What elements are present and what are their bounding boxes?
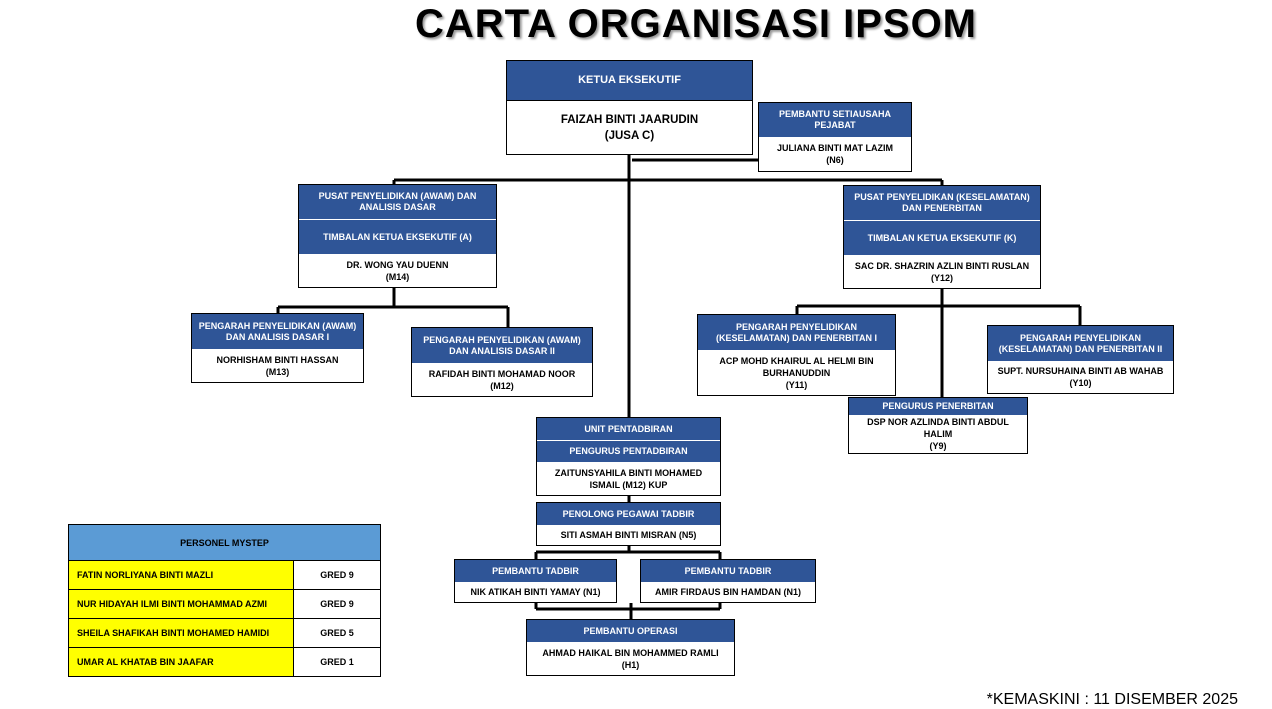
setiausaha-box: PEMBANTU SETIAUSAHA PEJABAT JULIANA BINT… bbox=[758, 102, 912, 172]
pengarah-awam-1-box: PENGARAH PENYELIDIKAN (AWAM) DAN ANALISI… bbox=[191, 313, 364, 383]
box-heading: PENOLONG PEGAWAI TADBIR bbox=[537, 503, 720, 525]
box-heading: PEMBANTU SETIAUSAHA PEJABAT bbox=[759, 103, 911, 137]
person-name: NORHISHAM BINTI HASSAN bbox=[216, 354, 339, 365]
table-row: SHEILA SHAFIKAH BINTI MOHAMED HAMIDI GRE… bbox=[68, 618, 381, 648]
person-name: SUPT. NURSUHAINA BINTI AB WAHAB bbox=[997, 366, 1164, 376]
table-row: UMAR AL KHATAB BIN JAAFAR GRED 1 bbox=[68, 647, 381, 677]
personnel-grade: GRED 9 bbox=[293, 560, 381, 590]
person-name: ACP MOHD KHAIRUL AL HELMI BIN BURHANUDDI… bbox=[719, 355, 874, 378]
personnel-grade: GRED 1 bbox=[293, 647, 381, 677]
page-title: CARTA ORGANISASI IPSOM bbox=[414, 2, 978, 46]
person-grade: (H1) bbox=[621, 659, 640, 670]
box-heading: PEMBANTU TADBIR bbox=[455, 560, 616, 582]
last-updated-note: *KEMASKINI : 11 DISEMBER 2025 bbox=[986, 691, 1238, 708]
box-role: PENGURUS PENTADBIRAN bbox=[537, 440, 720, 462]
pengurus-penerbitan-box: PENGURUS PENERBITAN DSP NOR AZLINDA BINT… bbox=[848, 397, 1028, 454]
pusat-awam-box: PUSAT PENYELIDIKAN (AWAM) DAN ANALISIS D… bbox=[298, 184, 497, 288]
box-heading: PENGARAH PENYELIDIKAN (AWAM) DAN ANALISI… bbox=[412, 328, 592, 363]
box-role: TIMBALAN KETUA EKSEKUTIF (A) bbox=[299, 219, 496, 254]
person-name: SITI ASMAH BINTI MISRAN (N5) bbox=[560, 530, 697, 540]
person-name: NIK ATIKAH BINTI YAMAY (N1) bbox=[470, 587, 601, 597]
box-heading: UNIT PENTADBIRAN bbox=[537, 418, 720, 440]
pengarah-keselamatan-1-box: PENGARAH PENYELIDIKAN (KESELAMATAN) DAN … bbox=[697, 314, 896, 396]
box-heading: PUSAT PENYELIDIKAN (KESELAMATAN) DAN PEN… bbox=[844, 186, 1040, 220]
box-role: TIMBALAN KETUA EKSEKUTIF (K) bbox=[844, 220, 1040, 255]
box-heading: PEMBANTU TADBIR bbox=[641, 560, 815, 582]
box-heading: PENGARAH PENYELIDIKAN (KESELAMATAN) DAN … bbox=[988, 326, 1173, 361]
person-grade: (Y9) bbox=[929, 441, 947, 451]
personnel-grade: GRED 9 bbox=[293, 589, 381, 619]
box-heading: PENGARAH PENYELIDIKAN (KESELAMATAN) DAN … bbox=[698, 315, 895, 350]
table-row: NUR HIDAYAH ILMI BINTI MOHAMMAD AZMI GRE… bbox=[68, 589, 381, 619]
person-grade: (Y11) bbox=[785, 379, 808, 390]
person-grade: (M12) bbox=[490, 380, 514, 391]
box-heading: PEMBANTU OPERASI bbox=[527, 620, 734, 642]
pengarah-keselamatan-2-box: PENGARAH PENYELIDIKAN (KESELAMATAN) DAN … bbox=[987, 325, 1174, 394]
pusat-keselamatan-box: PUSAT PENYELIDIKAN (KESELAMATAN) DAN PEN… bbox=[843, 185, 1041, 289]
person-name: SAC DR. SHAZRIN AZLIN BINTI RUSLAN bbox=[854, 260, 1030, 271]
person-grade: ISMAIL (M12) KUP bbox=[589, 479, 668, 490]
personnel-name: FATIN NORLIYANA BINTI MAZLI bbox=[68, 560, 294, 590]
person-name: ZAITUNSYAHILA BINTI MOHAMED bbox=[554, 467, 703, 478]
box-heading: KETUA EKSEKUTIF bbox=[507, 61, 752, 101]
personnel-grade: GRED 5 bbox=[293, 618, 381, 648]
person-name: DR. WONG YAU DUENN bbox=[346, 259, 449, 270]
person-name: DSP NOR AZLINDA BINTI ABDUL HALIM bbox=[867, 417, 1009, 439]
table-row: FATIN NORLIYANA BINTI MAZLI GRED 9 bbox=[68, 560, 381, 590]
person-name: AMIR FIRDAUS BIN HAMDAN (N1) bbox=[655, 587, 801, 597]
box-heading: PENGURUS PENERBITAN bbox=[849, 398, 1027, 415]
person-name: AHMAD HAIKAL BIN MOHAMMED RAMLI bbox=[542, 647, 719, 658]
person-name: RAFIDAH BINTI MOHAMAD NOOR bbox=[428, 368, 576, 379]
personnel-name: UMAR AL KHATAB BIN JAAFAR bbox=[68, 647, 294, 677]
personnel-name: SHEILA SHAFIKAH BINTI MOHAMED HAMIDI bbox=[68, 618, 294, 648]
person-grade: (Y10) bbox=[1069, 378, 1092, 388]
penolong-pegawai-box: PENOLONG PEGAWAI TADBIR SITI ASMAH BINTI… bbox=[536, 502, 721, 546]
person-grade: (M13) bbox=[265, 366, 290, 377]
ketua-eksekutif-box: KETUA EKSEKUTIF FAIZAH BINTI JAARUDIN (J… bbox=[506, 60, 753, 155]
box-heading: PUSAT PENYELIDIKAN (AWAM) DAN ANALISIS D… bbox=[299, 185, 496, 219]
box-heading: PENGARAH PENYELIDIKAN (AWAM) DAN ANALISI… bbox=[192, 314, 363, 349]
person-name: FAIZAH BINTI JAARUDIN bbox=[560, 113, 699, 126]
personnel-table: PERSONEL MYSTEP FATIN NORLIYANA BINTI MA… bbox=[68, 524, 381, 677]
personnel-table-heading: PERSONEL MYSTEP bbox=[68, 524, 381, 561]
pembantu-operasi-box: PEMBANTU OPERASI AHMAD HAIKAL BIN MOHAMM… bbox=[526, 619, 735, 676]
person-grade: (JUSA C) bbox=[604, 129, 655, 142]
personnel-name: NUR HIDAYAH ILMI BINTI MOHAMMAD AZMI bbox=[68, 589, 294, 619]
pengarah-awam-2-box: PENGARAH PENYELIDIKAN (AWAM) DAN ANALISI… bbox=[411, 327, 593, 397]
pembantu-tadbir-1-box: PEMBANTU TADBIR NIK ATIKAH BINTI YAMAY (… bbox=[454, 559, 617, 603]
person-grade: (N6) bbox=[826, 155, 844, 165]
person-grade: (Y12) bbox=[930, 272, 953, 283]
person-grade: (M14) bbox=[385, 271, 410, 282]
unit-pentadbiran-box: UNIT PENTADBIRAN PENGURUS PENTADBIRAN ZA… bbox=[536, 417, 721, 496]
person-name: JULIANA BINTI MAT LAZIM bbox=[777, 143, 893, 153]
pembantu-tadbir-2-box: PEMBANTU TADBIR AMIR FIRDAUS BIN HAMDAN … bbox=[640, 559, 816, 603]
